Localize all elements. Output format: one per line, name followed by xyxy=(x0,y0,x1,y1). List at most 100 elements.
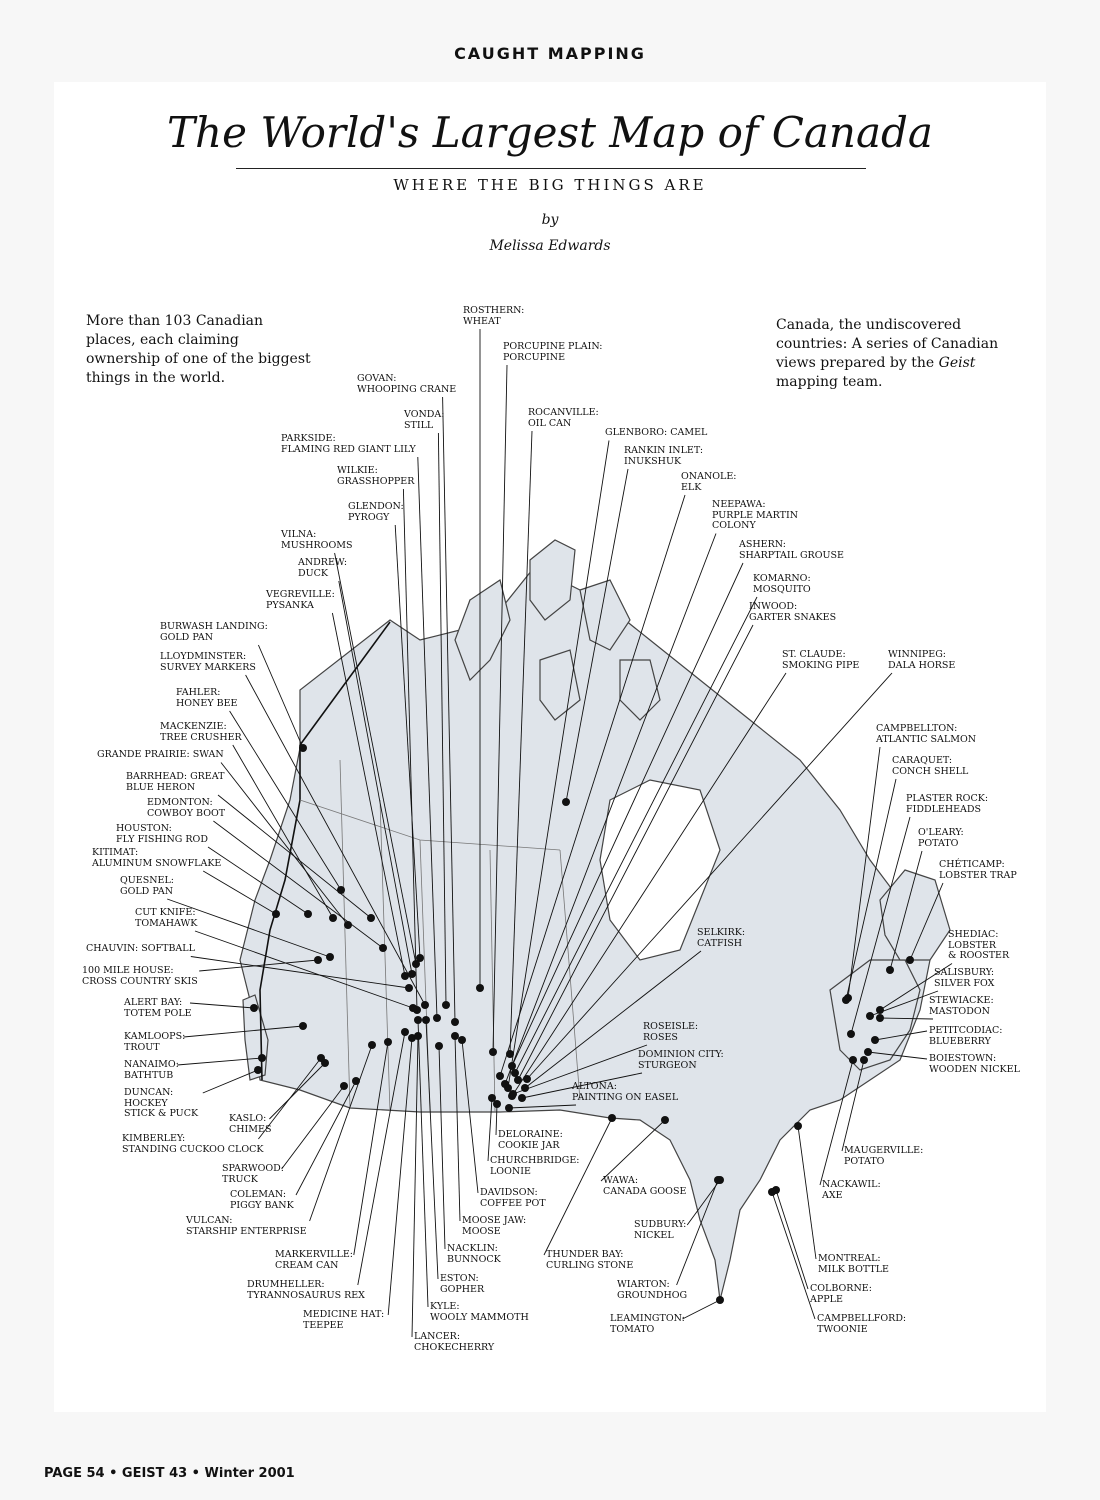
place-label-kaslo: KASLO:CHIMES xyxy=(229,1113,271,1135)
place-label-line: STEWIACKE: xyxy=(929,995,994,1006)
place-label-markerville: MARKERVILLE:CREAM CAN xyxy=(275,1249,353,1271)
location-dot-oleary xyxy=(886,966,894,974)
place-label-line: MAUGERVILLE: xyxy=(844,1145,924,1156)
place-label-glendon: GLENDON:PYROGY xyxy=(348,501,404,523)
location-dot-altona xyxy=(505,1104,513,1112)
location-dot-lloydminster xyxy=(421,1001,429,1009)
place-label-parkside: PARKSIDE:FLAMING RED GIANT LILY xyxy=(281,433,416,455)
place-label-line: WOOLY MAMMOTH xyxy=(430,1311,529,1323)
leader-line-drumheller xyxy=(357,1031,406,1286)
place-label-line: MONTREAL: xyxy=(818,1253,881,1264)
leader-line-vilna xyxy=(334,552,417,965)
location-dot-vilna xyxy=(412,960,420,968)
place-label-line: SUDBURY: xyxy=(634,1219,687,1230)
place-label-line: PYROGY xyxy=(348,511,390,523)
leader-line-wilkie xyxy=(402,488,418,1011)
leader-line-sparwood xyxy=(281,1085,345,1170)
place-label-vonda: VONDA:STILL xyxy=(404,409,445,431)
place-label-line: WIARTON: xyxy=(617,1279,670,1290)
place-label-line: CUT KNIFE: xyxy=(135,907,196,918)
leader-line-parkside xyxy=(417,456,438,1019)
place-label-line: GOPHER xyxy=(440,1283,485,1295)
place-label-line: CHURCHBRIDGE: xyxy=(490,1155,580,1166)
place-label-roseisle: ROSEISLE:ROSES xyxy=(643,1021,698,1043)
location-dot-wawa xyxy=(661,1116,669,1124)
location-dot-100-mile xyxy=(314,956,322,964)
place-label-line: RANKIN INLET: xyxy=(624,445,704,456)
leader-line-boiestown xyxy=(867,1051,928,1060)
leader-line-burwash xyxy=(257,644,304,749)
leader-line-glenboro xyxy=(507,440,610,1089)
place-label-line: PORCUPINE PLAIN: xyxy=(503,341,603,352)
place-label-inwood: INWOOD:GARTER SNAKES xyxy=(749,601,836,623)
place-label-andrew: ANDREW:DUCK xyxy=(298,557,347,579)
place-label-line: WOODEN NICKEL xyxy=(929,1063,1020,1075)
location-dot-roseisle xyxy=(509,1090,517,1098)
place-label-chauvin: CHAUVIN: SOFTBALL xyxy=(86,943,195,955)
place-label-line: ALUMINUM SNOWFLAKE xyxy=(92,857,222,869)
page-title: The World's Largest Map of Canada xyxy=(167,108,933,157)
place-label-boiestown: BOIESTOWN:WOODEN NICKEL xyxy=(929,1053,1020,1075)
place-label-line: GROUNDHOG xyxy=(617,1289,688,1301)
place-label-line: SALISBURY: xyxy=(934,967,995,978)
location-dot-vonda xyxy=(442,1001,450,1009)
place-label-winnipeg: WINNIPEG:DALA HORSE xyxy=(888,649,955,671)
place-label-maugerville: MAUGERVILLE:POTATO xyxy=(844,1145,924,1167)
leader-line-rankin-inlet xyxy=(565,468,629,803)
arctic-island-3 xyxy=(579,579,631,651)
title-rule xyxy=(236,168,866,169)
leader-line-leamington xyxy=(682,1299,721,1320)
place-label-line: POTATO xyxy=(844,1155,885,1167)
location-dot-selkirk xyxy=(521,1084,529,1092)
location-dot-lancer xyxy=(414,1032,422,1040)
place-label-nacklin: NACKLIN:BUNNOCK xyxy=(447,1243,501,1265)
place-label-colborne: COLBORNE:APPLE xyxy=(810,1283,872,1305)
place-label-line: GOVAN: xyxy=(357,373,397,384)
place-label-glenboro: GLENBORO: CAMEL xyxy=(605,427,707,439)
location-dot-maugerville xyxy=(860,1056,868,1064)
location-dot-glendon xyxy=(416,954,424,962)
place-label-line: BUNNOCK xyxy=(447,1253,501,1265)
leader-line-kimberley xyxy=(258,1057,322,1140)
leader-line-petitcodiac xyxy=(874,1030,928,1041)
place-label-line: SELKIRK: xyxy=(697,927,746,938)
place-label-line: KASLO: xyxy=(229,1113,267,1124)
location-dot-caraquet xyxy=(842,996,850,1004)
place-label-coleman: COLEMAN:PIGGY BANK xyxy=(230,1189,294,1211)
location-dot-burwash xyxy=(299,744,307,752)
leader-line-porcupine-plain xyxy=(492,364,508,1053)
place-label-dominion-city: DOMINION CITY:STURGEON xyxy=(638,1049,724,1071)
place-label-line: VONDA: xyxy=(404,409,445,420)
place-label-line: MARKERVILLE: xyxy=(275,1249,353,1260)
location-dot-quesnel xyxy=(326,953,334,961)
place-label-leamington: LEAMINGTON:TOMATO xyxy=(610,1313,685,1335)
place-label-line: COOKIE JAR xyxy=(498,1139,560,1151)
location-dot-leamington xyxy=(716,1296,724,1304)
leader-line-duncan xyxy=(202,1069,259,1094)
place-label-line: MACKENZIE: xyxy=(160,721,227,732)
place-label-line: HONEY BEE xyxy=(176,697,238,709)
place-label-nanaimo: NANAIMO:BATHTUB xyxy=(124,1059,179,1081)
leader-lines xyxy=(167,329,953,1338)
leader-line-govan xyxy=(442,396,456,1023)
place-label-rankin-inlet: RANKIN INLET:INUKSHUK xyxy=(624,445,704,467)
place-label-line: LEAMINGTON: xyxy=(610,1313,685,1324)
place-label-cut-knife: CUT KNIFE:TOMAHAWK xyxy=(135,907,197,929)
place-label-line: GRANDE PRAIRIE: SWAN xyxy=(97,749,224,760)
place-label-line: SURVEY MARKERS xyxy=(160,661,256,673)
place-label-line: TROUT xyxy=(124,1041,160,1053)
place-label-line: FLY FISHING ROD xyxy=(116,833,208,845)
leader-line-winnipeg xyxy=(526,672,893,1080)
location-dot-boiestown xyxy=(864,1048,872,1056)
leader-line-wiarton xyxy=(676,1179,719,1286)
place-label-lancer: LANCER:CHOKECHERRY xyxy=(414,1331,494,1353)
place-label-line: THUNDER BAY: xyxy=(546,1249,624,1260)
location-dot-fahler xyxy=(337,886,345,894)
place-label-line: WINNIPEG: xyxy=(888,649,947,660)
place-label-sparwood: SPARWOOD:TRUCK xyxy=(222,1163,284,1185)
place-label-line: PYSANKA xyxy=(266,599,314,611)
place-label-line: FAHLER: xyxy=(176,687,221,698)
location-dot-mackenzie xyxy=(329,914,337,922)
